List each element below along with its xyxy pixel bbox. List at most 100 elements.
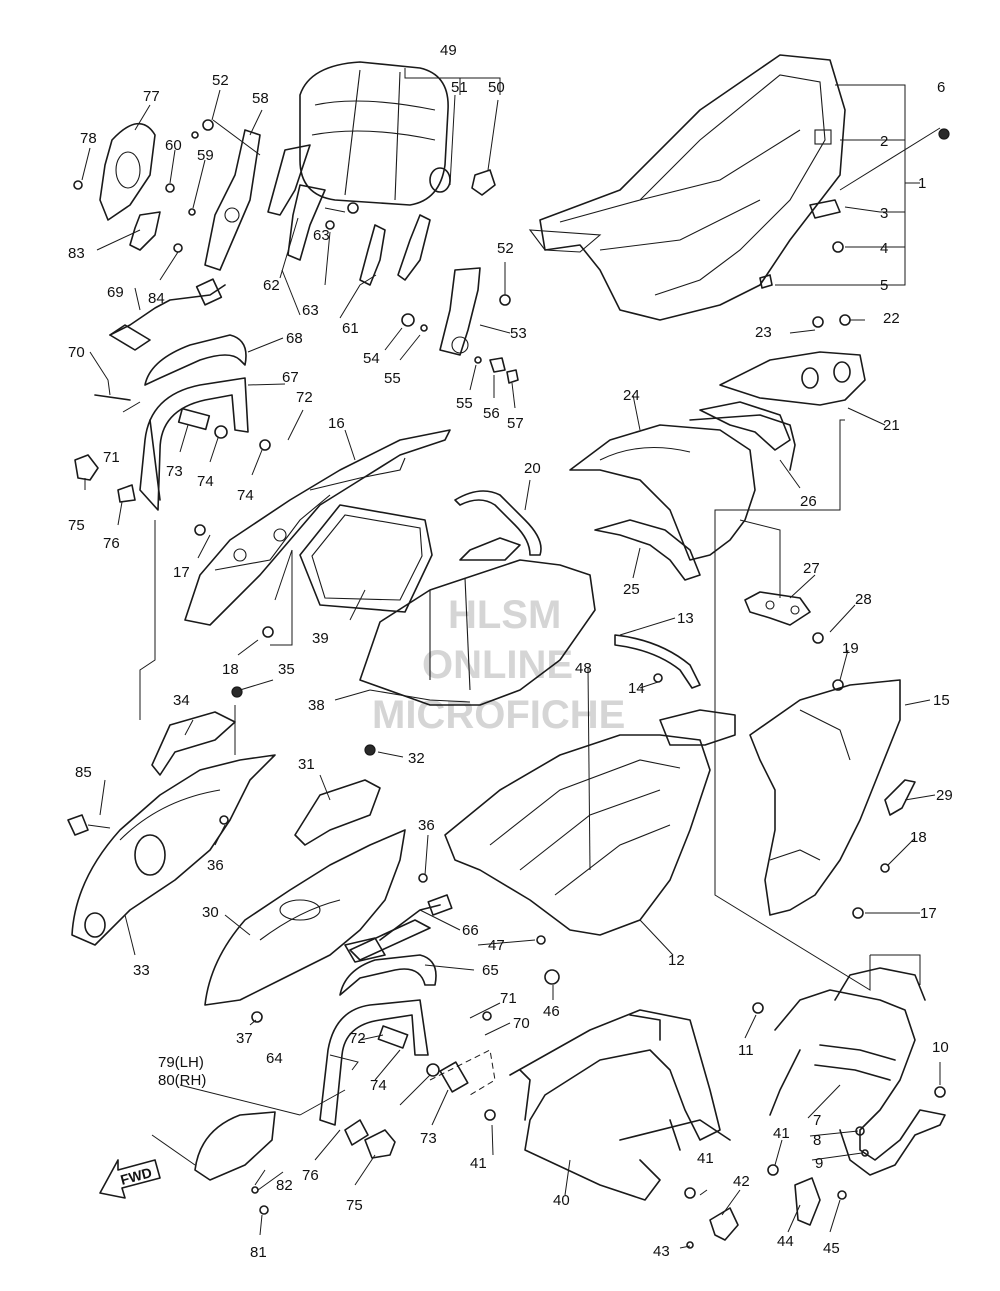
callout-82: 82: [276, 1177, 293, 1194]
callout-1: 1: [918, 175, 926, 192]
callout-13: 13: [677, 610, 694, 627]
callout-50: 50: [488, 79, 505, 96]
callout-65: 65: [482, 962, 499, 979]
right-grab-bar-group: [319, 919, 469, 1159]
callout-74-c: 74: [370, 1077, 387, 1094]
callout-17-left: 17: [173, 564, 190, 581]
mid-side-panel: [204, 829, 406, 1006]
callout-labels: 1 2 3 4 5 6 7 8 9 10 11 12 13 14 15 16 1…: [68, 42, 953, 1261]
callout-55-right: 55: [456, 395, 473, 412]
callout-71-right: 71: [500, 990, 517, 1007]
callout-73-lower: 73: [420, 1130, 437, 1147]
rear-frame: [509, 1009, 731, 1201]
callout-61: 61: [342, 320, 359, 337]
callout-22: 22: [883, 310, 900, 327]
leader-lines: [81, 68, 941, 1249]
callout-20: 20: [524, 460, 541, 477]
callout-6: 6: [937, 79, 945, 96]
backrest: [299, 61, 451, 206]
callout-78: 78: [80, 130, 97, 147]
callout-73-upper: 73: [166, 463, 183, 480]
storage-handle: [454, 490, 542, 556]
callout-23: 23: [755, 324, 772, 341]
watermark-line3: MICROFICHE: [372, 693, 625, 737]
callout-31: 31: [298, 756, 315, 773]
backrest-brackets: [204, 129, 481, 356]
callout-7: 7: [813, 1112, 821, 1129]
callout-52-left: 52: [212, 72, 229, 89]
callout-32: 32: [408, 750, 425, 767]
callout-72-upper: 72: [296, 389, 313, 406]
callout-29: 29: [936, 787, 953, 804]
callout-16: 16: [328, 415, 345, 432]
callout-66: 66: [462, 922, 479, 939]
callout-8: 8: [813, 1132, 821, 1149]
callout-48: 48: [575, 660, 592, 677]
callout-27: 27: [803, 560, 820, 577]
callout-72-lower: 72: [349, 1030, 366, 1047]
wire-harness: [344, 894, 453, 963]
callout-14: 14: [628, 680, 645, 697]
callout-59: 59: [197, 147, 214, 164]
callout-75-upper: 75: [68, 517, 85, 534]
callout-38: 38: [308, 697, 325, 714]
callout-2: 2: [880, 133, 888, 150]
callout-58: 58: [252, 90, 269, 107]
callout-17-right: 17: [920, 905, 937, 922]
callout-9: 9: [815, 1155, 823, 1172]
callout-63-upper: 63: [313, 227, 330, 244]
callout-26: 26: [800, 493, 817, 510]
side-trim-pieces: [99, 122, 161, 251]
callout-74-a: 74: [197, 473, 214, 490]
callout-80: 80(RH): [158, 1072, 206, 1089]
callout-46: 46: [543, 1003, 560, 1020]
fwd-label: FWD: [119, 1164, 154, 1188]
watermark-line1: HLSM: [448, 593, 561, 637]
connector: [67, 814, 111, 836]
callout-3: 3: [880, 205, 888, 222]
callout-77: 77: [143, 88, 160, 105]
callout-76-lower: 76: [302, 1167, 319, 1184]
callout-64: 64: [266, 1050, 283, 1067]
callout-41-left: 41: [470, 1155, 487, 1172]
rear-fender: [184, 429, 451, 626]
callout-37: 37: [236, 1030, 253, 1047]
callout-34: 34: [173, 692, 190, 709]
callout-44: 44: [777, 1233, 794, 1250]
callout-85: 85: [75, 764, 92, 781]
callout-4: 4: [880, 240, 888, 257]
callout-55-left: 55: [384, 370, 401, 387]
callout-43: 43: [653, 1243, 670, 1260]
callout-30: 30: [202, 904, 219, 921]
left-side-panel: [71, 754, 276, 946]
callout-79: 79(LH): [158, 1054, 204, 1071]
rear-upper-cover: [569, 351, 866, 581]
fasteners: [73, 119, 950, 1249]
callout-21: 21: [883, 417, 900, 434]
callout-51: 51: [451, 79, 468, 96]
rear-bracket: [744, 591, 811, 626]
seat-assembly: [528, 54, 846, 321]
callout-18-right: 18: [910, 829, 927, 846]
callout-70-left: 70: [68, 344, 85, 361]
callout-19: 19: [842, 640, 859, 657]
callout-35: 35: [278, 661, 295, 678]
callout-63-lower: 63: [302, 302, 319, 319]
callout-67: 67: [282, 369, 299, 386]
callout-28: 28: [855, 591, 872, 608]
callout-69: 69: [107, 284, 124, 301]
callout-76-upper: 76: [103, 535, 120, 552]
callout-62: 62: [263, 277, 280, 294]
callout-75-lower: 75: [346, 1197, 363, 1214]
callout-33: 33: [133, 962, 150, 979]
callout-84: 84: [148, 290, 165, 307]
small-side-cover: [194, 1111, 276, 1181]
callout-74-b: 74: [237, 487, 254, 504]
callout-49: 49: [440, 42, 457, 59]
callout-39: 39: [312, 630, 329, 647]
callout-53: 53: [510, 325, 527, 342]
callout-83: 83: [68, 245, 85, 262]
callout-41-right: 41: [773, 1125, 790, 1142]
callout-36-left: 36: [207, 857, 224, 874]
